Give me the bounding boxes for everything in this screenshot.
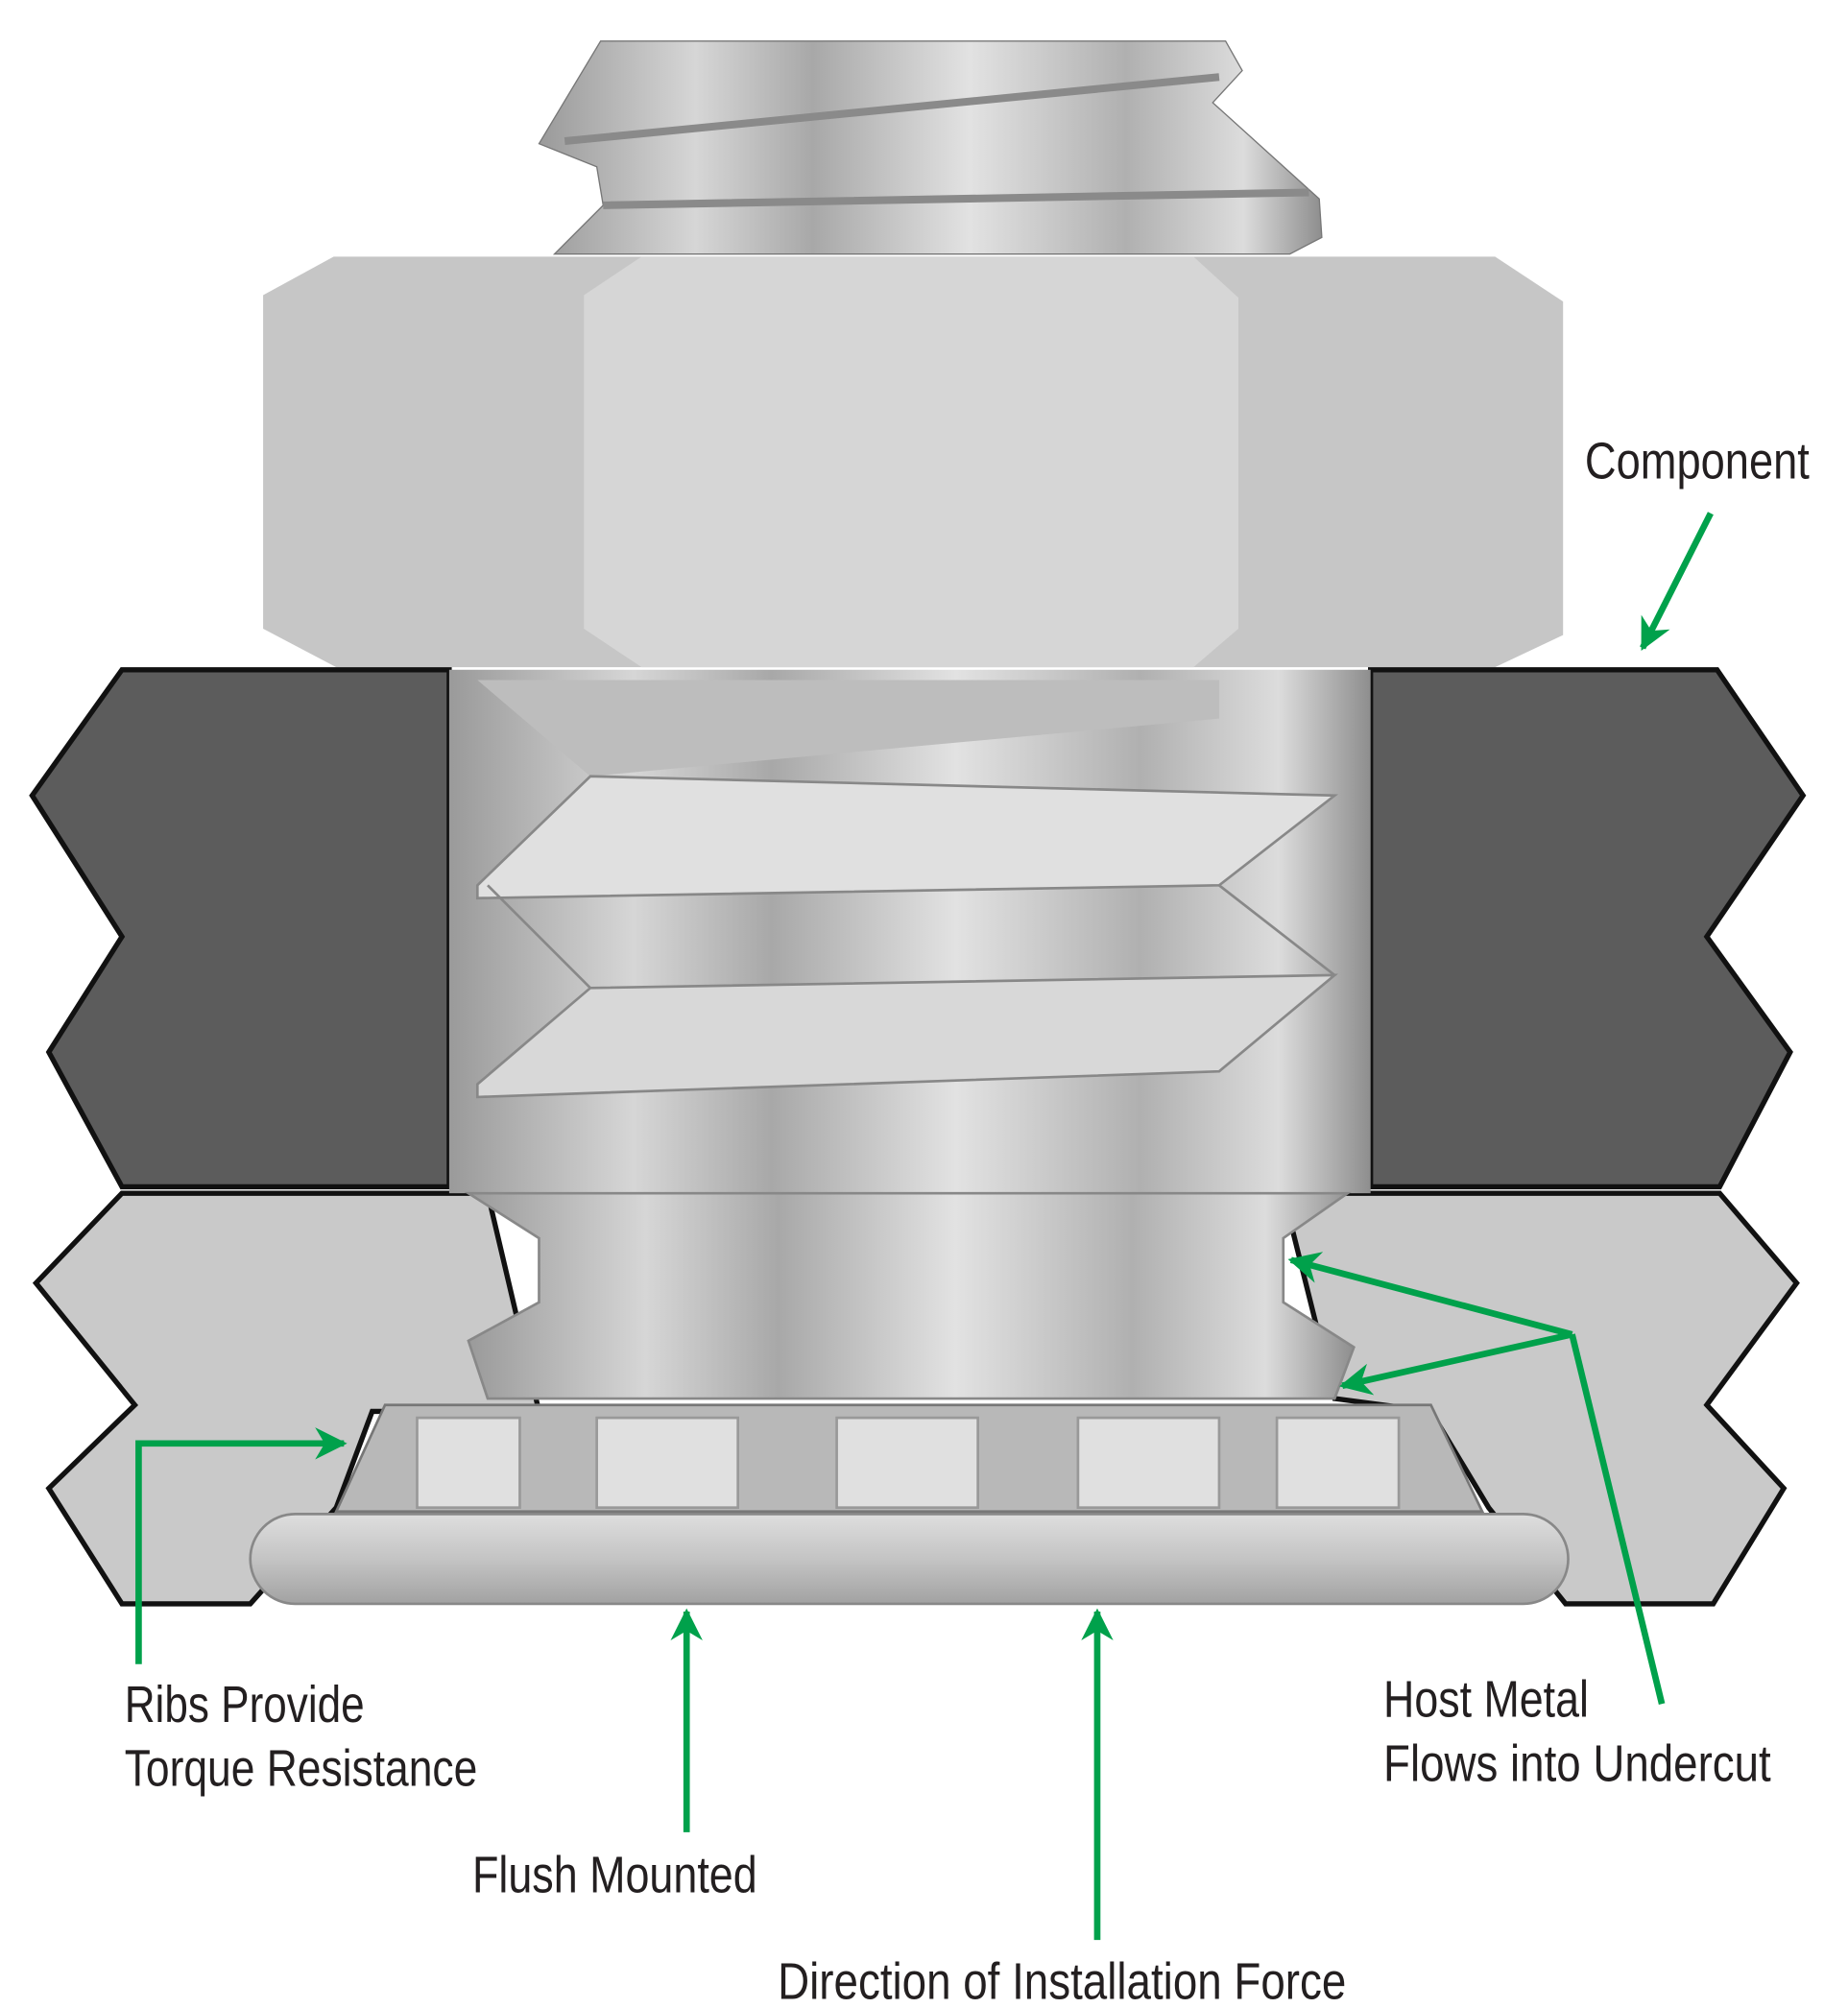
undercut-and-ribs (249, 1191, 1570, 1606)
stud-top (538, 40, 1323, 255)
label-flush: Flush Mounted (472, 1848, 757, 1904)
component-arrow (1640, 512, 1714, 652)
host-arrow-lower (1339, 1330, 1573, 1396)
host-arrow-stem (1569, 1333, 1666, 1705)
host-arrow-upper (1287, 1252, 1573, 1338)
flange (249, 1513, 1570, 1606)
component-plate (29, 667, 1807, 1190)
label-component: Component (1585, 434, 1810, 490)
ribs-arrow (135, 1427, 348, 1664)
label-ribs-1: Ribs Provide (125, 1677, 365, 1733)
label-ribs-2: Torque Resistance (125, 1741, 478, 1798)
hex-nut (263, 256, 1564, 668)
label-host-2: Flows into Undercut (1383, 1735, 1771, 1792)
threaded-shaft (448, 669, 1371, 1194)
callout-arrows (135, 512, 1714, 1941)
label-host-1: Host Metal (1383, 1672, 1589, 1729)
label-direction: Direction of Installation Force (778, 1954, 1346, 2008)
